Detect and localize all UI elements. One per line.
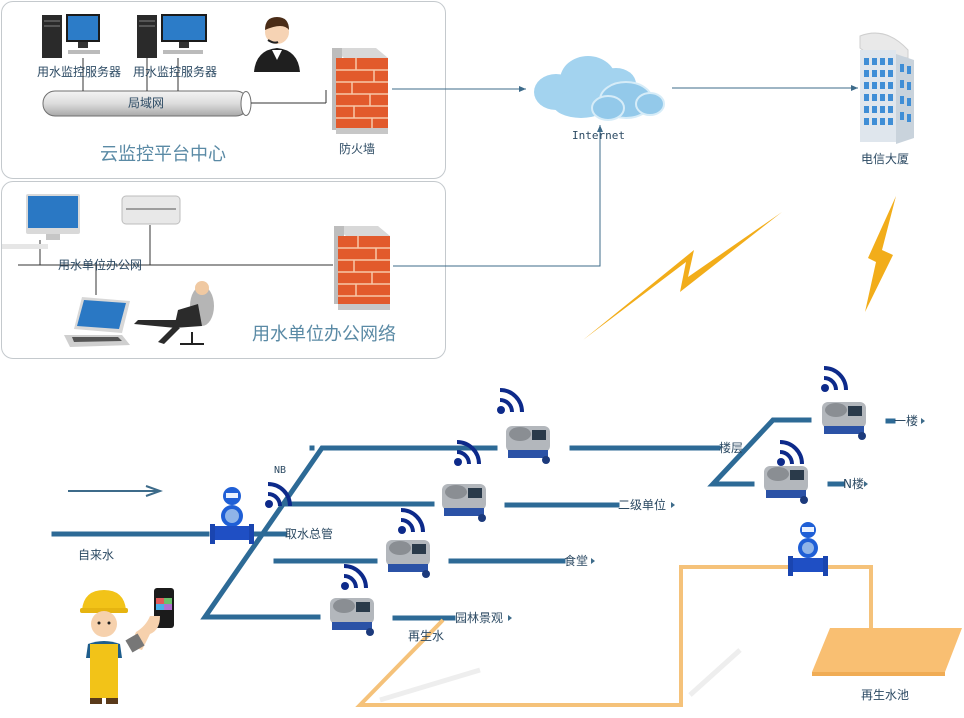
wireless-signal-icon: [341, 564, 368, 590]
wireless-signal-icon: [398, 508, 425, 534]
recycled-flow-meter-icon[interactable]: [788, 520, 828, 580]
nb-label: NB: [274, 465, 287, 476]
customer-service-agent-icon: [254, 17, 300, 72]
floor-label: 一楼: [894, 414, 919, 428]
flow-direction-arrow: [145, 485, 163, 497]
tap-water-label: 自来水: [78, 548, 115, 562]
floor-label: N楼: [843, 477, 864, 491]
smart-water-meter-icon[interactable]: [818, 396, 870, 442]
wireless-signal-icon: [265, 482, 292, 508]
branch-label: 二级单位: [618, 498, 667, 512]
wireless-signal-icon: [497, 388, 524, 414]
smart-water-meter-icon[interactable]: [438, 478, 490, 524]
office-to-internet-link: [393, 125, 603, 267]
internet-cloud-icon[interactable]: [526, 52, 676, 124]
nb-flow-meter-icon[interactable]: [210, 486, 254, 548]
mini-server-icon[interactable]: [120, 192, 182, 226]
branch-label: 食堂: [564, 554, 589, 568]
branch-label: 楼层: [719, 441, 744, 455]
server-label: 用水监控服务器: [133, 65, 218, 79]
branch-label: 园林景观: [455, 611, 504, 625]
lightning-icon: [583, 212, 782, 340]
lightning-icon: [865, 196, 896, 312]
firewall-label: 防火墙: [339, 142, 376, 156]
monitoring-server-icon[interactable]: [40, 12, 102, 60]
telecom-building-icon: [859, 32, 914, 144]
firewall-icon: [332, 48, 388, 134]
wireless-signal-icon: [777, 440, 804, 466]
smart-water-meter-icon[interactable]: [760, 460, 812, 506]
server-label: 用水监控服务器: [37, 65, 122, 79]
monitoring-server-icon[interactable]: [135, 12, 209, 60]
field-worker-with-phone-icon: [80, 588, 174, 704]
smart-water-meter-icon[interactable]: [326, 592, 378, 638]
smart-water-meter-icon[interactable]: [382, 534, 434, 580]
recycled-water-pool: [812, 628, 962, 676]
recycled-water-label: 再生水: [408, 629, 445, 643]
smart-water-meter-icon[interactable]: [502, 420, 554, 466]
pool-label: 再生水池: [861, 688, 910, 702]
telecom-label: 电信大厦: [861, 152, 910, 166]
lan-label: 局域网: [128, 96, 165, 110]
desktop-computer-icon[interactable]: [0, 192, 82, 252]
main-pipe-label: 取水总管: [285, 527, 334, 541]
wireless-signal-icon: [821, 366, 848, 392]
internet-label: Internet: [572, 129, 625, 142]
office-network-title: 用水单位办公网络: [252, 324, 396, 345]
firewall-icon: [334, 226, 390, 310]
office-lan-label: 用水单位办公网: [58, 258, 143, 272]
laptop-icon[interactable]: [60, 295, 134, 349]
water-pipes: [51, 417, 896, 621]
wireless-signal-icon: [454, 440, 481, 466]
recycled-water-pipes: [355, 565, 873, 707]
cloud-center-title: 云监控平台中心: [100, 144, 226, 165]
reclining-user-icon: [134, 281, 214, 345]
